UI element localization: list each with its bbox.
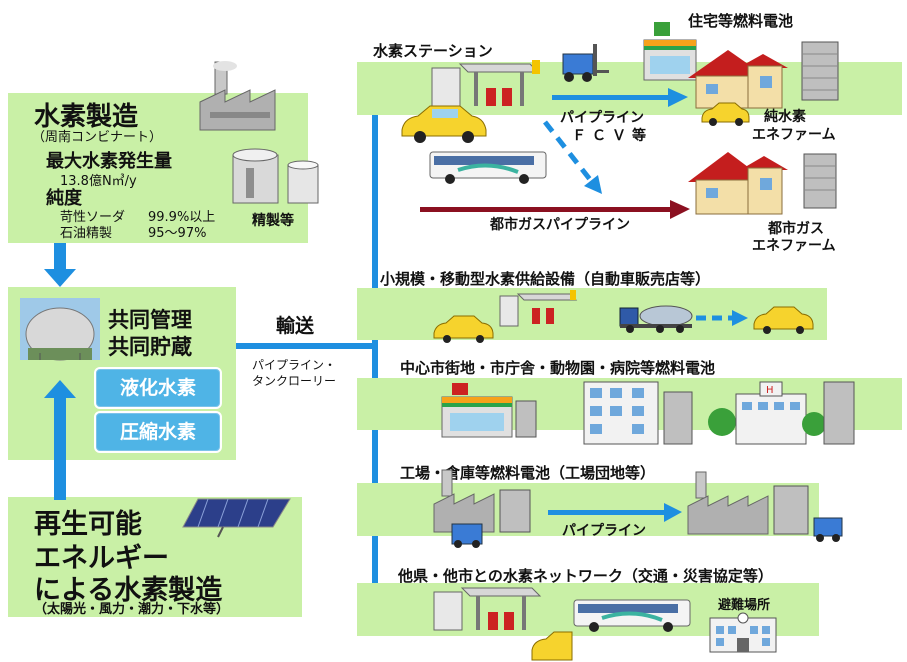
- house-icon: [688, 50, 788, 109]
- arrow-down-production-to-storage: [44, 243, 76, 287]
- arrow-up-renewable-to-storage: [44, 380, 76, 500]
- city-gas-pipeline-label: 都市ガスパイプライン: [490, 217, 630, 233]
- fc-bus-icon: [573, 599, 691, 632]
- renewable-line2: エネルギー: [34, 543, 169, 574]
- production-subtitle: （周南コンビナート）: [32, 130, 163, 145]
- production-title: 水素製造: [34, 102, 139, 132]
- tank-icon: [232, 148, 319, 204]
- storage-line2: 共同貯蔵: [108, 335, 192, 359]
- refine-label: 精製等: [252, 213, 294, 229]
- renewable-subtitle: （太陽光・風力・潮力・下水等）: [34, 602, 230, 617]
- max-output-label: 最大水素発生量: [46, 151, 172, 172]
- purity-caustic-soda-value: 99.9%以上: [148, 210, 216, 225]
- forklift-icon: [562, 44, 609, 82]
- hospital-icon: H: [708, 381, 855, 445]
- storage-sphere-icon: [20, 298, 100, 361]
- factory-pipeline-arrow: [548, 503, 682, 522]
- fc-bus-icon: [429, 151, 547, 184]
- mobile-station-icon: [499, 290, 578, 327]
- solar-panel-icon: [182, 498, 291, 538]
- fuel-cell-unit-icon: [801, 41, 839, 101]
- factory-icon: [433, 469, 531, 548]
- factory-icon: [687, 471, 843, 542]
- shelter-label: 避難場所: [718, 598, 771, 613]
- purity-oil-refining-value: 95～97%: [148, 226, 207, 241]
- fuel-cell-unit-icon: [803, 153, 837, 209]
- small-mobile-title: 小規模・移動型水素供給設備（自動車販売店等）: [380, 270, 711, 288]
- max-output-value: 13.8億N㎥/y: [60, 174, 137, 189]
- liquid-hydrogen-label: 液化水素: [94, 367, 222, 409]
- pipeline-fcv-label-2: ＦＣＶ等: [572, 128, 652, 144]
- fcv-car-icon: [753, 306, 814, 334]
- purity-oil-refining-name: 石油精製: [60, 226, 113, 241]
- fcv-car-icon: [433, 315, 494, 343]
- pure-h2-label-1: 純水素: [764, 109, 806, 125]
- shelter-building-icon: [709, 612, 777, 653]
- dashed-arrow: [696, 310, 748, 326]
- house-icon: [688, 152, 788, 215]
- downtown-title: 中心市街地・市庁舎・動物園・病院等燃料電池: [400, 359, 716, 377]
- transport-sublabel-1: パイプライン・: [252, 358, 337, 372]
- city-hall-icon: [583, 381, 693, 445]
- fcv-car-icon: [701, 102, 750, 126]
- hydrogen-station-icon: [433, 587, 573, 661]
- renewable-line1: 再生可能: [34, 509, 142, 540]
- tank-lorry-icon: [619, 305, 693, 333]
- storage-line1: 共同管理: [108, 308, 192, 332]
- transport-sublabel-2: タンクローリー: [252, 374, 337, 388]
- convenience-store-icon: [643, 22, 697, 81]
- fcv-car-icon: [401, 105, 487, 143]
- compressed-hydrogen-label: 圧縮水素: [94, 411, 222, 453]
- purity-label: 純度: [46, 188, 82, 209]
- svg-text:H: H: [766, 385, 774, 396]
- pipeline-fcv-label-1: パイプライン: [560, 110, 644, 126]
- house-fc-title: 住宅等燃料電池: [688, 12, 794, 30]
- factory-pipeline-label: パイプライン: [562, 523, 646, 539]
- factory-icon: [199, 61, 276, 131]
- city-gas-label-2: エネファーム: [752, 238, 836, 254]
- factory-title: 工場・倉庫等燃料電池（工場団地等）: [400, 464, 656, 482]
- city-gas-label-1: 都市ガス: [768, 221, 824, 237]
- transport-label: 輸送: [276, 315, 315, 337]
- station-title: 水素ステーション: [373, 42, 493, 60]
- convenience-store-icon: [441, 383, 537, 438]
- network-title: 他県・他市との水素ネットワーク（交通・災害協定等）: [398, 567, 773, 585]
- renewable-line3: による水素製造: [34, 575, 223, 606]
- pure-h2-label-2: エネファーム: [752, 127, 836, 143]
- purity-caustic-soda-name: 苛性ソーダ: [60, 210, 126, 225]
